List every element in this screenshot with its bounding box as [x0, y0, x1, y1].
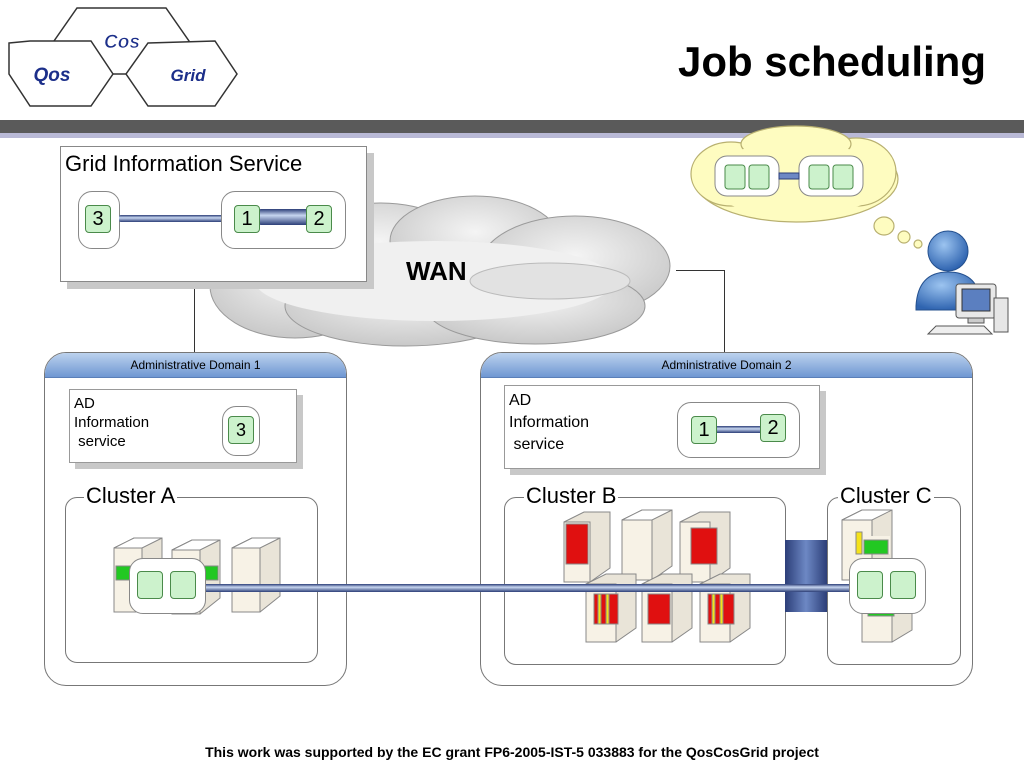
- cluster-b-c-link: [785, 540, 827, 612]
- logo-text-left: Qos: [34, 65, 71, 86]
- wan-link-domain2: [724, 270, 725, 352]
- job-node-a2: [170, 571, 196, 599]
- cluster-b-label: Cluster B: [524, 483, 619, 509]
- qoscosgrid-logo: Cos Qos Grid: [8, 7, 238, 107]
- logo-text-top: Cos: [104, 32, 140, 53]
- domain2-ad-info-panel: AD Information service 1 2: [504, 385, 820, 469]
- domain1-ad-info-panel: AD Information service 3: [69, 389, 297, 463]
- cluster-c-label: Cluster C: [838, 483, 934, 509]
- job-node-c2: [890, 571, 916, 599]
- computer-icon: [926, 283, 1009, 335]
- wan-link-domain1: [194, 280, 195, 352]
- gis-node-2: 2: [306, 205, 332, 233]
- user-icon: [915, 230, 1009, 335]
- wan-label: WAN: [406, 256, 467, 286]
- domain1-header: Administrative Domain 1: [45, 353, 346, 378]
- footer-text: This work was supported by the EC grant …: [205, 744, 819, 760]
- thought-bubble-icon: [690, 125, 923, 249]
- gis-title: Grid Information Service: [65, 151, 303, 176]
- job-link: [200, 584, 860, 592]
- domain2-ad-link: [710, 426, 770, 433]
- cluster-a-label: Cluster A: [84, 483, 178, 509]
- domain2-header: Administrative Domain 2: [481, 353, 972, 378]
- page-title: Job scheduling: [677, 38, 986, 85]
- domain2-ad-node-1: 1: [691, 416, 717, 444]
- gis-node-3: 3: [85, 205, 111, 233]
- wan-link-domain2-h: [676, 270, 725, 271]
- logo-text-right: Grid: [171, 66, 207, 85]
- header-rule-accent: [0, 133, 1024, 138]
- domain2-ad-node-2: 2: [760, 414, 786, 442]
- cluster-b-servers: [563, 509, 751, 643]
- domain1-ad-info-text: AD Information service: [74, 395, 150, 450]
- domain2-ad-info-text: AD Information service: [509, 392, 590, 453]
- domain1-ad-node-3: 3: [228, 416, 254, 444]
- gis-link: [119, 215, 283, 222]
- gis-pod-link: [259, 209, 309, 225]
- gis-panel: Grid Information Service 3 1 2: [60, 146, 367, 282]
- gis-node-1: 1: [234, 205, 260, 233]
- job-node-a1: [137, 571, 163, 599]
- job-node-c1: [857, 571, 883, 599]
